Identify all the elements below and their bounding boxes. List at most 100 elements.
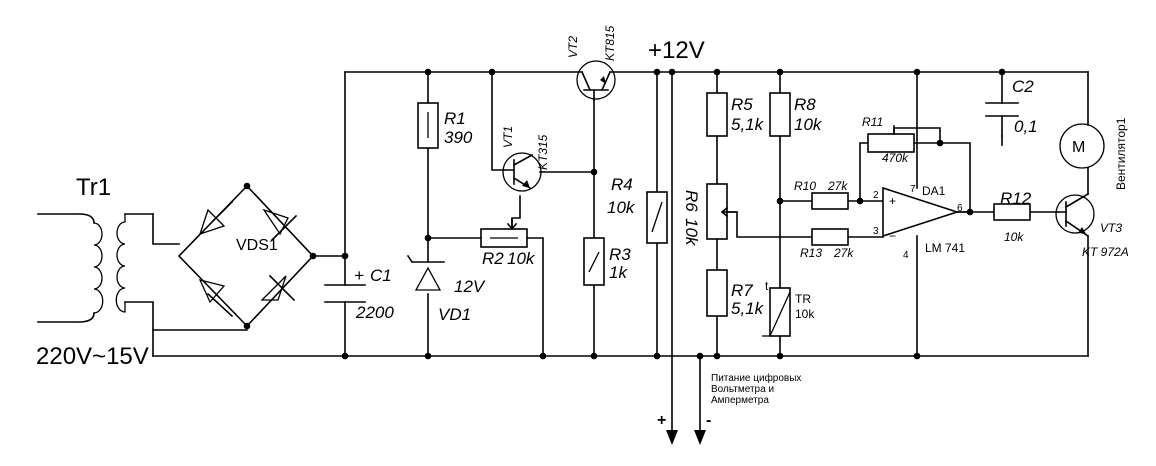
r13-value: 27k bbox=[833, 246, 854, 260]
resistor-r10: R10 27k bbox=[794, 179, 849, 210]
output-minus-label: - bbox=[706, 412, 711, 429]
note-line-1: Питание цифровых bbox=[711, 372, 801, 384]
r4-label: R4 bbox=[611, 175, 633, 194]
r12-value: 10k bbox=[1004, 230, 1024, 244]
potentiometer-r6: R6 10k bbox=[682, 183, 738, 247]
tr-mark bbox=[762, 291, 791, 337]
vt3-body bbox=[1055, 194, 1095, 234]
junction bbox=[713, 68, 721, 76]
transistor-vt3: VT3 KT 972A bbox=[1055, 192, 1129, 259]
vds1-label: VDS1 bbox=[236, 237, 278, 254]
r6-wiper bbox=[720, 206, 738, 218]
r6-label: R6 bbox=[682, 190, 701, 212]
opamp-da1: + − 2 3 4 6 7 DA1 LM 741 bbox=[873, 184, 965, 261]
diode bbox=[198, 200, 234, 236]
r8-label: R8 bbox=[794, 95, 816, 114]
fan-label: Вентилятор1 bbox=[1114, 117, 1128, 190]
output-plus-label: + bbox=[657, 412, 666, 429]
vt1-type: KT315 bbox=[536, 134, 550, 170]
opamp-pin7: 7 bbox=[910, 184, 916, 195]
c1-label: C1 bbox=[370, 266, 392, 285]
potentiometer-r2: R2 10k bbox=[480, 218, 536, 268]
r7-body bbox=[706, 269, 728, 317]
tr1-label: Tr1 bbox=[76, 174, 111, 201]
diode bbox=[262, 208, 298, 242]
junction bbox=[668, 68, 676, 76]
opamp-pin2: 2 bbox=[873, 190, 879, 201]
wires bbox=[124, 71, 1089, 431]
r6-value: 10k bbox=[682, 218, 701, 247]
zener-vd1: 12V VD1 bbox=[406, 254, 486, 324]
junction bbox=[424, 68, 432, 76]
capacitor-c2: C2 0,1 bbox=[985, 77, 1038, 136]
junction bbox=[424, 234, 432, 242]
vt3-arrow bbox=[1078, 227, 1086, 234]
opamp-pin4: 4 bbox=[903, 250, 909, 261]
arrow-minus bbox=[694, 430, 706, 445]
r12-body bbox=[993, 203, 1031, 221]
resistor-r8: R8 10k bbox=[769, 92, 823, 137]
r1-label: R1 bbox=[444, 109, 466, 128]
zener-bar bbox=[406, 254, 445, 264]
opamp-type: LM 741 bbox=[925, 241, 965, 255]
tr-label: TR bbox=[795, 292, 811, 306]
r2-right-wire bbox=[526, 237, 544, 357]
vt3-label: VT3 bbox=[1100, 221, 1122, 235]
r11-body bbox=[867, 133, 915, 153]
junction bbox=[539, 352, 547, 360]
transistor-vt2: VT2 KT815 bbox=[566, 25, 617, 101]
r3-label: R3 bbox=[609, 245, 631, 264]
resistor-r1: R1 390 bbox=[417, 102, 473, 149]
r3-value: 1k bbox=[609, 263, 628, 282]
zener-body bbox=[414, 266, 442, 291]
r4-value: 10k bbox=[607, 198, 636, 217]
r4-mark bbox=[651, 201, 663, 233]
opamp-minus: − bbox=[889, 229, 896, 243]
junction bbox=[653, 352, 661, 360]
resistor-r4: R4 10k bbox=[607, 175, 668, 244]
junction bbox=[913, 68, 921, 76]
tr-value: 10k bbox=[795, 307, 815, 321]
r5-value: 5,1k bbox=[731, 115, 765, 134]
resistor-r13: R13 27k bbox=[800, 228, 854, 260]
capacitor-c1: + C1 2200 bbox=[324, 266, 394, 322]
transformer-tr1: Tr1 220V~15V bbox=[36, 174, 149, 370]
transformer-primary-leads bbox=[37, 213, 95, 323]
r10-label: R10 bbox=[794, 179, 816, 193]
note-line-2: Вольтметра и bbox=[711, 384, 774, 395]
c1-plates bbox=[324, 284, 366, 303]
bridge-vds1: VDS1 bbox=[177, 184, 315, 328]
r3-mark bbox=[588, 251, 600, 273]
r2-wiper bbox=[506, 218, 518, 231]
secondary-coil bbox=[115, 214, 126, 313]
c2-label: C2 bbox=[1012, 77, 1034, 96]
r10-value: 27k bbox=[827, 179, 848, 193]
r7-value: 5,1k bbox=[731, 299, 765, 318]
thermistor-tr: t TR 10k bbox=[762, 279, 815, 337]
junction bbox=[341, 352, 349, 360]
c1-plus: + bbox=[354, 266, 364, 285]
vt2-arrow bbox=[600, 76, 606, 84]
junction bbox=[590, 352, 598, 360]
opamp-body bbox=[882, 186, 960, 238]
r1-value: 390 bbox=[444, 128, 473, 147]
vt2-type: KT815 bbox=[603, 25, 617, 61]
opamp-pin6: 6 bbox=[957, 203, 963, 214]
tr-t-mark: t bbox=[765, 279, 769, 293]
r11-label: R11 bbox=[862, 115, 883, 129]
vt1-arrow bbox=[522, 180, 530, 188]
junction bbox=[776, 197, 784, 205]
vt1-body bbox=[502, 152, 542, 192]
junction bbox=[966, 208, 974, 216]
vt3-type: KT 972A bbox=[1082, 245, 1129, 259]
c2-plates bbox=[985, 102, 1019, 117]
junctions bbox=[243, 68, 1006, 360]
c2-value: 0,1 bbox=[1014, 117, 1038, 136]
r10-body bbox=[811, 192, 849, 210]
bridge-ac2 bbox=[124, 301, 248, 331]
output-wires bbox=[671, 71, 701, 431]
fan-body bbox=[1059, 123, 1105, 169]
output-terminals: + - Питание цифровых Вольтметра и Амперм… bbox=[657, 372, 801, 445]
